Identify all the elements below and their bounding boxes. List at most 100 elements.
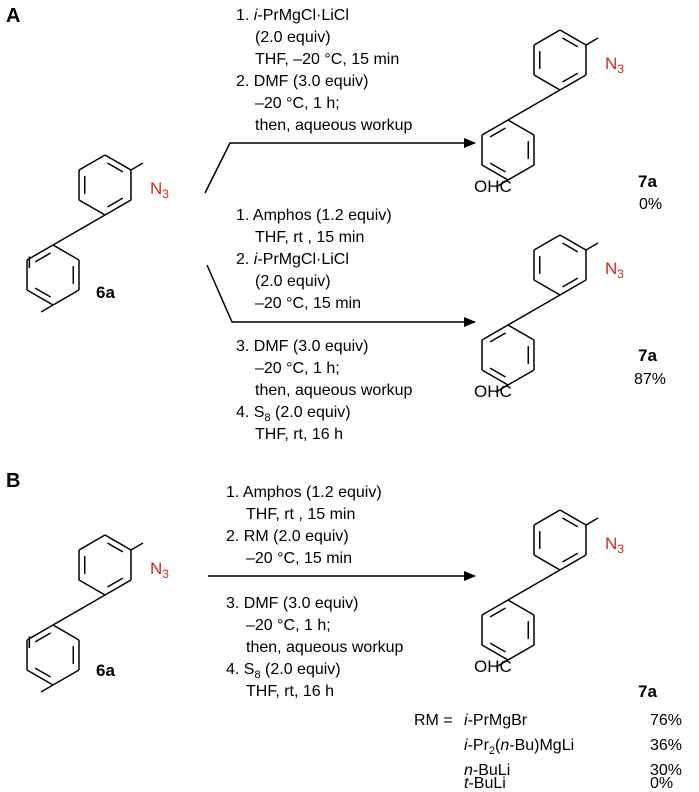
- molecule-7a-b: N3 OHC 7a: [474, 509, 657, 701]
- bond: [562, 72, 579, 83]
- bond: [104, 199, 132, 216]
- bond: [481, 599, 509, 616]
- bond: [489, 642, 506, 653]
- bond: [559, 279, 587, 296]
- condition-line: THF, rt , 15 min: [246, 506, 355, 523]
- rm-yield-table: RM = i-PrMgBr 76% i-Pr2(n-Bu)MgLi 36% n-…: [414, 712, 682, 792]
- bond: [107, 577, 124, 588]
- bond: [533, 74, 561, 91]
- bond: [489, 162, 506, 173]
- bond: [26, 289, 54, 306]
- bond: [495, 384, 509, 393]
- azide-label: N3: [605, 259, 624, 281]
- bond: [559, 234, 587, 251]
- bond: [52, 244, 80, 261]
- bond: [495, 659, 509, 668]
- bond: [507, 164, 535, 181]
- conditions-b-above: 1. Amphos (1.2 equiv) THF, rt , 15 min 2…: [226, 484, 382, 567]
- bond: [104, 579, 132, 596]
- rm-reagent: i-PrMgBr: [464, 712, 528, 729]
- condition-line: 3. DMF (3.0 equiv): [226, 595, 358, 612]
- bond: [26, 624, 54, 641]
- rm-yield: 30%: [650, 762, 682, 779]
- bond: [559, 29, 587, 46]
- bond: [559, 509, 587, 526]
- rm-label: RM =: [414, 712, 453, 729]
- azide-label: N3: [605, 54, 624, 76]
- condition-line: then, aqueous workup: [246, 639, 404, 656]
- condition-line: 1. Amphos (1.2 equiv): [236, 207, 392, 224]
- compound-id-6a: 6a: [96, 283, 115, 302]
- bond: [507, 324, 535, 341]
- aldehyde-label: OHC: [474, 177, 512, 196]
- biphenyl-7a-bottom: [481, 234, 599, 393]
- aldehyde-label: OHC: [474, 657, 512, 676]
- bond: [78, 154, 106, 171]
- condition-line: –20 °C, 1 h;: [255, 360, 340, 377]
- condition-line: 2. DMF (3.0 equiv): [236, 73, 368, 90]
- iodine-label: I: [27, 253, 32, 272]
- bond: [585, 37, 599, 46]
- bond: [585, 517, 599, 526]
- condition-line: THF, rt , 15 min: [255, 229, 364, 246]
- bond: [533, 234, 561, 251]
- bond: [40, 684, 54, 693]
- bond: [562, 277, 579, 288]
- molecule-6a-a: I N3 6a: [26, 154, 169, 313]
- condition-line: THF, rt, 16 h: [255, 426, 343, 443]
- condition-line: 1. Amphos (1.2 equiv): [226, 484, 382, 501]
- bond: [559, 74, 587, 91]
- bond: [481, 369, 509, 386]
- molecule-7a-top: N3 OHC 7a 0%: [474, 29, 662, 213]
- bond: [34, 252, 51, 263]
- condition-line: 3. DMF (3.0 equiv): [236, 338, 368, 355]
- bond: [533, 509, 561, 526]
- biphenyl-7a-top: [481, 29, 599, 188]
- bond: [481, 644, 509, 661]
- condition-line: –20 °C, 1 h;: [246, 617, 331, 634]
- conditions-bottom-above: 1. Amphos (1.2 equiv) THF, rt , 15 min 2…: [236, 207, 392, 312]
- bond: [495, 179, 509, 188]
- bond: [507, 369, 535, 386]
- azide-label: N3: [150, 559, 169, 581]
- bond: [562, 37, 579, 48]
- bond: [481, 324, 509, 341]
- compound-id-7a: 7a: [638, 682, 657, 701]
- compound-id-6a: 6a: [96, 661, 115, 680]
- biphenyl-6a-b: [26, 534, 144, 693]
- bond: [52, 289, 80, 306]
- condition-line: –20 °C, 15 min: [246, 550, 352, 567]
- bond: [507, 644, 535, 661]
- conditions-top: 1. i-PrMgCl·LiCl (2.0 equiv) THF, –20 °C…: [236, 7, 413, 134]
- condition-line: (2.0 equiv): [255, 29, 331, 46]
- bond: [507, 119, 535, 136]
- conditions-b-below: 3. DMF (3.0 equiv) –20 °C, 1 h; then, aq…: [226, 595, 404, 700]
- rm-reagent: n-BuLi: [464, 762, 510, 779]
- rm-reagent: i-Pr2(n-Bu)MgLi: [464, 737, 574, 757]
- bond: [507, 569, 561, 601]
- panel-a-label: A: [6, 5, 20, 27]
- bond: [507, 599, 535, 616]
- bond: [26, 669, 54, 686]
- bond: [489, 607, 506, 618]
- condition-line: –20 °C, 1 h;: [255, 95, 340, 112]
- rm-yield: 36%: [650, 737, 682, 754]
- bond: [507, 89, 561, 121]
- bond: [52, 669, 80, 686]
- bond: [489, 127, 506, 138]
- condition-line: THF, –20 °C, 15 min: [255, 51, 399, 68]
- bond: [40, 304, 54, 313]
- rm-yield: 0%: [650, 775, 673, 792]
- azide-label: N3: [150, 179, 169, 201]
- compound-id-7a: 7a: [638, 346, 657, 365]
- iodine-label: I: [27, 633, 32, 652]
- condition-line: then, aqueous workup: [255, 117, 413, 134]
- bond: [104, 534, 132, 551]
- bond: [585, 242, 599, 251]
- bond: [52, 594, 106, 626]
- rm-reagent: t-BuLi: [464, 775, 506, 792]
- molecule-7a-bottom: N3 OHC 7a 87%: [474, 234, 666, 401]
- bond: [34, 632, 51, 643]
- conditions-bottom-below: 3. DMF (3.0 equiv) –20 °C, 1 h; then, aq…: [236, 338, 413, 443]
